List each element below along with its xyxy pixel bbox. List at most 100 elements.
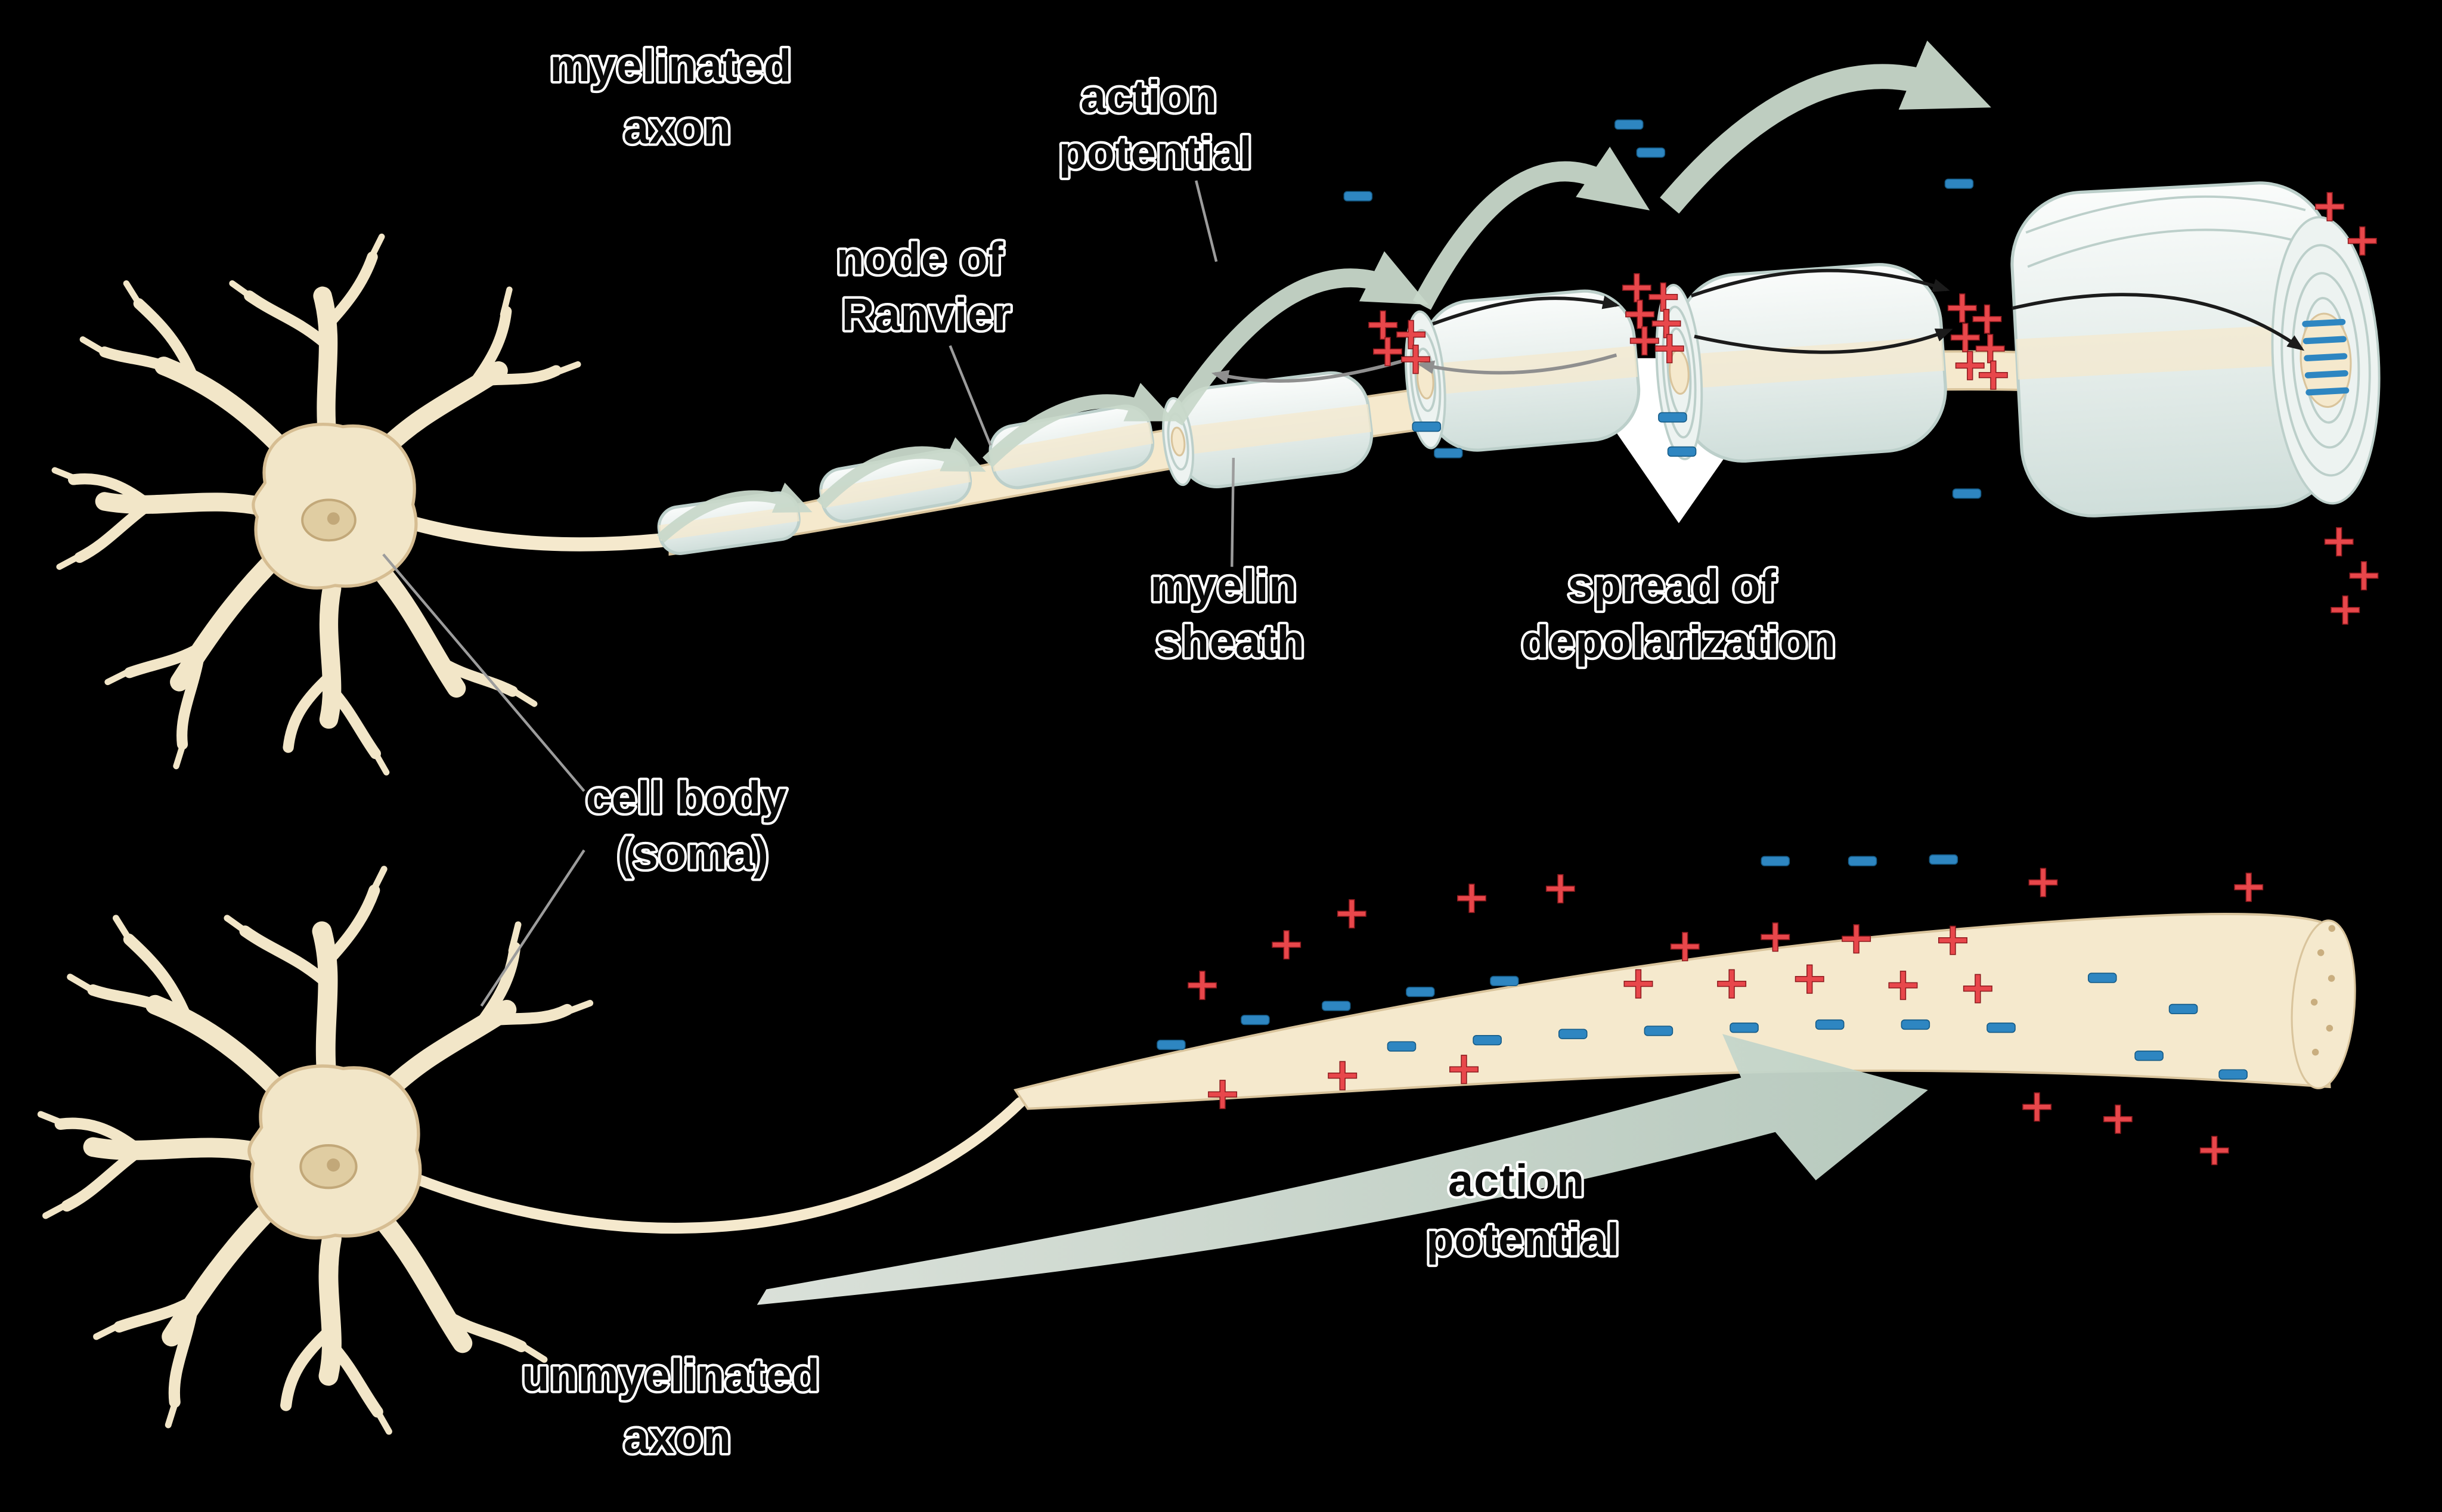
depolarization-current-arrow <box>2012 293 2305 351</box>
pointer-line-cell-body-bottom <box>480 849 585 1007</box>
plus-charge: + <box>2345 549 2382 601</box>
minus-charge <box>1157 1039 1186 1051</box>
minus-charge <box>1944 178 1974 189</box>
plus-charge: + <box>2099 1092 2137 1144</box>
label-myelinated-axon: myelinated axon <box>550 41 805 153</box>
plus-charge: + <box>1647 296 1685 349</box>
plus-charge: + <box>1947 310 1984 362</box>
plus-charge: + <box>1837 911 1875 963</box>
saltatory-arrow <box>983 383 1176 468</box>
plus-charge: + <box>1650 321 1688 373</box>
minus-charge <box>1343 191 1373 202</box>
minus-charge <box>1434 448 1463 458</box>
myelin-segment <box>1655 263 1947 463</box>
minus-charge <box>2087 972 2117 983</box>
minus-charge <box>1241 1015 1270 1025</box>
plus-charge: + <box>2311 179 2348 232</box>
plus-charge: + <box>2344 213 2381 266</box>
plus-charge: + <box>2326 583 2364 635</box>
unmyelinated-neuron-group <box>41 869 2356 1432</box>
plus-charge: + <box>1453 870 1490 923</box>
minus-charge <box>1730 1023 1759 1033</box>
pointer-line-action-potential-top <box>1195 180 1218 262</box>
saltatory-arrow <box>656 482 813 543</box>
depolarization-current-arrow <box>1694 329 1953 354</box>
plus-charge: + <box>1542 862 1579 914</box>
saltatory-arrow <box>1166 251 1429 426</box>
label-cell-body: cell body (soma) <box>586 772 801 879</box>
minus-charge <box>1473 1035 1502 1046</box>
minus-charge <box>1406 987 1435 997</box>
minus-charge <box>1667 446 1697 457</box>
return-current-arrow <box>1417 353 1617 375</box>
saltatory-arrow <box>816 437 986 509</box>
plus-charge: + <box>1621 287 1659 339</box>
myelin-segment-large <box>2010 181 2381 518</box>
plus-charge: + <box>1369 324 1406 377</box>
label-node-of-ranvier: node of Ranvier <box>836 234 1017 340</box>
depolarization-current-arrow <box>1690 268 1950 298</box>
myelinated-neuron-group <box>55 41 2381 772</box>
plus-charge: + <box>1975 348 2012 400</box>
plus-charge: + <box>1971 321 2009 373</box>
plus-charge: + <box>1619 956 1657 1009</box>
minus-charge <box>1929 854 1958 865</box>
charges-top: +++++++++++++++++++++ <box>1343 119 2384 636</box>
plus-charge: + <box>1791 952 1829 1004</box>
plus-charge: + <box>1943 281 1981 333</box>
axon-hillock <box>395 513 683 551</box>
plus-charge: + <box>1756 910 1794 962</box>
plus-charge: + <box>1666 919 1704 971</box>
pointer-line-node-of-ranvier <box>949 345 992 446</box>
minus-charge <box>1321 1000 1351 1011</box>
return-current-arrow <box>1211 360 1402 384</box>
plus-charge: + <box>1934 913 1972 965</box>
plus-charge: + <box>1626 313 1663 365</box>
minus-charge <box>1614 119 1644 130</box>
minus-charge <box>2134 1051 2164 1061</box>
saltatory-arrow <box>1660 41 1991 214</box>
charges-bottom: ++++++++++++++++++++++ <box>1157 854 2268 1176</box>
plus-charge: + <box>2230 860 2267 912</box>
label-action-potential-bottom: action potential <box>1426 1155 1620 1265</box>
plus-charge: + <box>1333 886 1371 938</box>
minus-charge <box>2168 1003 2198 1015</box>
label-action-potential-top: action potential <box>1059 72 1253 178</box>
minus-charge <box>1901 1019 1930 1030</box>
plus-charge: + <box>1713 956 1750 1009</box>
plus-charge: + <box>2018 1079 2056 1132</box>
pointer-line-cell-body-top <box>382 553 585 792</box>
plus-charge: + <box>1392 307 1430 360</box>
minus-charge <box>1558 1028 1588 1039</box>
unmyelinated-neuron-cell-body <box>41 869 590 1432</box>
minus-charge <box>1761 856 1790 866</box>
axon-cut-end <box>2291 919 2356 1089</box>
plus-charge: + <box>1644 269 1682 322</box>
depolarization-current-arrow <box>1432 295 1620 326</box>
plus-charge: + <box>1884 958 1922 1011</box>
label-myelin-sheath: myelin sheath <box>1151 560 1310 667</box>
pointer-line-myelin-sheath <box>1231 457 1235 567</box>
plus-charge: + <box>1968 292 2006 344</box>
plus-charge: + <box>1268 918 1305 970</box>
plus-charge: + <box>1364 298 1402 350</box>
minus-charge <box>2218 1069 2248 1080</box>
saltatory-arrow <box>1412 147 1650 310</box>
minus-charge <box>1952 488 1982 499</box>
plus-charge: + <box>2320 514 2357 566</box>
plus-charge: + <box>1951 338 1989 391</box>
minus-charge <box>1815 1019 1845 1030</box>
myelin-segment <box>1162 371 1374 488</box>
plus-charge: + <box>2196 1123 2233 1175</box>
label-unmyelinated-axon: unmyelinated axon <box>522 1350 833 1463</box>
plus-charge: + <box>1183 958 1221 1011</box>
minus-charge <box>1636 147 1666 158</box>
action-potential-arrow <box>757 1034 1928 1305</box>
plus-charge: + <box>1204 1067 1241 1119</box>
minus-charge <box>1987 1023 2016 1033</box>
plus-charge: + <box>1959 961 1997 1014</box>
minus-charge <box>1387 1041 1417 1052</box>
minus-charge <box>1658 412 1687 423</box>
